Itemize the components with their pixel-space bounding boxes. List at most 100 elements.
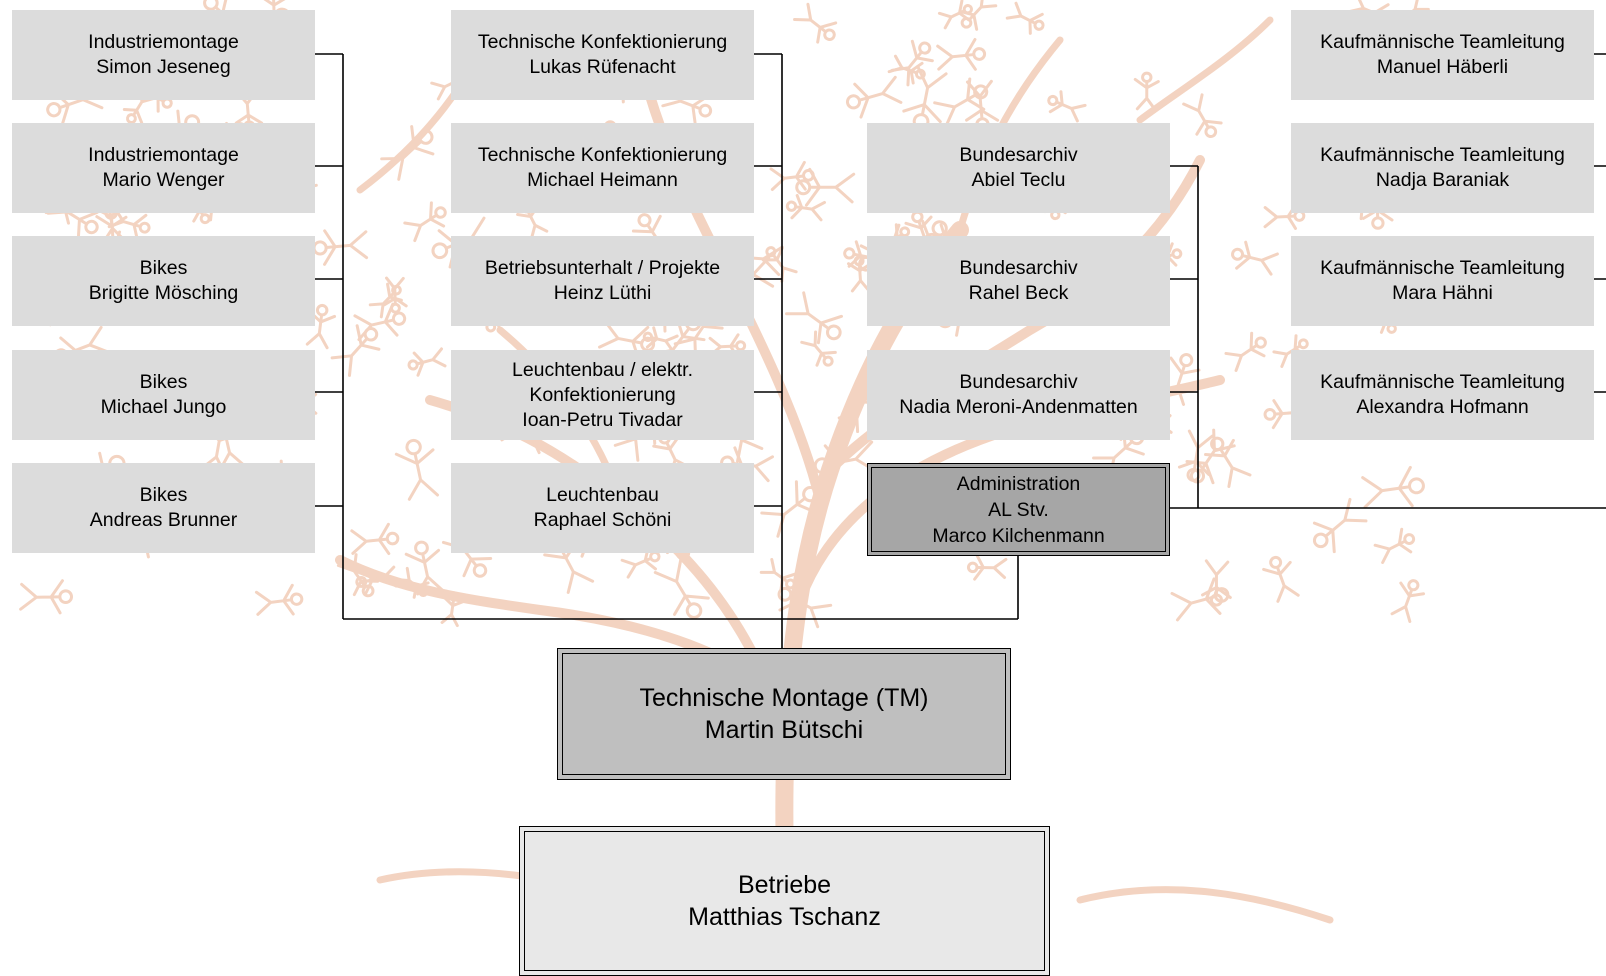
connector-center-column bbox=[754, 53, 783, 648]
person-name: Michael Jungo bbox=[100, 396, 227, 418]
stick-figure bbox=[966, 554, 1008, 581]
stick-figure bbox=[1373, 527, 1416, 564]
person-name: Raphael Schöni bbox=[533, 509, 672, 531]
stick-figure bbox=[19, 579, 74, 615]
stick-figure bbox=[785, 193, 827, 222]
dept-label: Kaufmännische Teamleitung bbox=[1320, 257, 1565, 279]
stick-figure bbox=[107, 207, 151, 240]
org-box-bundesarchiv-1: Bundesarchiv Abiel Teclu bbox=[867, 123, 1170, 213]
person-name: Abiel Teclu bbox=[971, 169, 1066, 191]
dept-label: Technische Konfektionierung bbox=[477, 144, 728, 166]
stick-figure bbox=[336, 553, 380, 598]
dept-label: Bundesarchiv bbox=[959, 144, 1078, 166]
org-box-industriemontage-1: Industriemontage Simon Jeseneg bbox=[12, 10, 315, 100]
stick-figure bbox=[933, 77, 989, 128]
stick-figure bbox=[407, 347, 447, 377]
stick-figure bbox=[380, 125, 435, 181]
stick-figure bbox=[394, 438, 439, 501]
stick-figure bbox=[122, 87, 157, 125]
stick-figure bbox=[330, 324, 381, 377]
person-name: Heinz Lüthi bbox=[553, 282, 652, 304]
person-name: Manuel Häberli bbox=[1376, 56, 1509, 78]
person-name: Nadia Meroni-Andenmatten bbox=[899, 396, 1138, 418]
org-box-kaufm-teamleitung-3: Kaufmännische Teamleitung Mara Hähni bbox=[1291, 236, 1594, 326]
stick-figure bbox=[785, 291, 844, 345]
stick-figure bbox=[1005, 1, 1045, 35]
connector-bus bbox=[343, 556, 1019, 620]
stick-figure bbox=[1182, 93, 1223, 139]
org-box-technische-konfektionierung-2: Technische Konfektionierung Michael Heim… bbox=[451, 123, 754, 213]
stick-figure bbox=[403, 201, 447, 243]
person-name: Mario Wenger bbox=[102, 169, 225, 191]
stick-figure bbox=[253, 0, 294, 41]
org-box-administration: Administration AL Stv. Marco Kilchenmann bbox=[867, 463, 1170, 556]
org-box-betriebsunterhalt: Betriebsunterhalt / Projekte Heinz Lüthi bbox=[451, 236, 754, 326]
org-box-bikes-1: Bikes Brigitte Mösching bbox=[12, 236, 315, 326]
org-box-leuchtenbau-konfektionierung: Leuchtenbau / elektr. Konfektionierung I… bbox=[451, 350, 754, 440]
person-name: Marco Kilchenmann bbox=[932, 524, 1105, 547]
stick-figure bbox=[631, 213, 680, 264]
org-box-kaufm-teamleitung-1: Kaufmännische Teamleitung Manuel Häberli bbox=[1291, 10, 1594, 100]
org-box-betriebe: Betriebe Matthias Tschanz bbox=[519, 826, 1050, 976]
tree-branch bbox=[1076, 886, 1334, 924]
stick-figure bbox=[1160, 353, 1201, 406]
stick-figure bbox=[440, 591, 465, 628]
org-box-bikes-2: Bikes Michael Jungo bbox=[12, 350, 315, 440]
stick-figure bbox=[642, 326, 679, 353]
stick-figure bbox=[350, 522, 400, 556]
org-box-technische-montage: Technische Montage (TM) Martin Bütschi bbox=[557, 648, 1011, 780]
dept-label: Betriebsunterhalt / Projekte bbox=[484, 257, 721, 279]
stick-figure bbox=[845, 75, 903, 119]
person-name: Andreas Brunner bbox=[89, 509, 238, 531]
stick-figure bbox=[846, 255, 872, 293]
dept-label: Bundesarchiv bbox=[959, 257, 1078, 279]
stick-figure bbox=[959, 0, 998, 31]
person-name: Lukas Rüfenacht bbox=[529, 56, 676, 78]
connector-right-column bbox=[1594, 53, 1606, 393]
stick-figure bbox=[890, 39, 934, 87]
org-box-bundesarchiv-2: Bundesarchiv Rahel Beck bbox=[867, 236, 1170, 326]
stick-figure bbox=[1133, 71, 1160, 112]
unit-title: Technische Montage (TM) bbox=[639, 684, 929, 712]
org-box-kaufm-teamleitung-2: Kaufmännische Teamleitung Nadja Baraniak bbox=[1291, 123, 1594, 213]
person-name: Nadja Baraniak bbox=[1375, 169, 1510, 191]
org-box-bundesarchiv-3: Bundesarchiv Nadia Meroni-Andenmatten bbox=[867, 350, 1170, 440]
stick-figure bbox=[353, 302, 407, 342]
stick-figure bbox=[383, 276, 408, 314]
dept-label: Bundesarchiv bbox=[959, 371, 1078, 393]
org-box-technische-konfektionierung-1: Technische Konfektionierung Lukas Rüfena… bbox=[451, 10, 754, 100]
stick-figure bbox=[800, 330, 837, 367]
stick-figure bbox=[795, 167, 856, 207]
person-name: Alexandra Hofmann bbox=[1356, 396, 1529, 418]
person-name: Matthias Tschanz bbox=[688, 903, 881, 931]
stick-figure bbox=[760, 480, 819, 538]
dept-label-2: Konfektionierung bbox=[529, 383, 676, 406]
stick-figure bbox=[1361, 465, 1425, 509]
dept-label: Bikes bbox=[139, 484, 188, 506]
dept-label: Kaufmännische Teamleitung bbox=[1320, 144, 1565, 166]
dept-label: Kaufmännische Teamleitung bbox=[1320, 371, 1565, 393]
dept-label: Leuchtenbau bbox=[546, 484, 659, 506]
stick-figure bbox=[793, 2, 838, 44]
stick-figure bbox=[1047, 90, 1087, 123]
stick-figure bbox=[368, 282, 403, 319]
person-name: Ioan-Petru Tivadar bbox=[522, 408, 683, 431]
org-box-industriemontage-2: Industriemontage Mario Wenger bbox=[12, 123, 315, 213]
stick-figure bbox=[936, 38, 987, 71]
dept-label: Leuchtenbau / elektr. bbox=[511, 358, 694, 381]
person-name: Michael Heimann bbox=[527, 169, 678, 191]
admin-role: AL Stv. bbox=[988, 498, 1049, 521]
connector-archive bbox=[1170, 165, 1606, 509]
stick-figure bbox=[1185, 428, 1236, 485]
org-box-bikes-3: Bikes Andreas Brunner bbox=[12, 463, 315, 553]
stick-figure bbox=[661, 83, 713, 124]
dept-label: Industriemontage bbox=[88, 31, 239, 53]
stick-figure bbox=[1262, 555, 1300, 603]
stick-figure bbox=[1263, 399, 1309, 430]
dept-label: Bikes bbox=[139, 371, 188, 393]
unit-title: Betriebe bbox=[737, 871, 832, 899]
person-name: Mara Hähni bbox=[1392, 282, 1493, 304]
stick-figure bbox=[404, 540, 444, 596]
